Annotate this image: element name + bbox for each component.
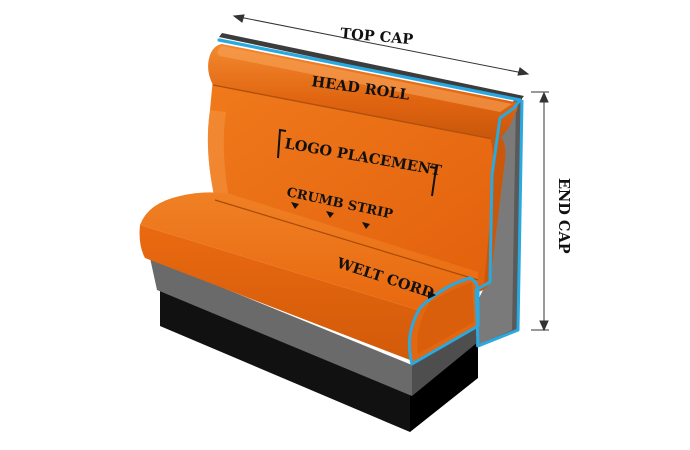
seat-cushion-top <box>140 192 478 310</box>
head-roll-seam <box>212 84 499 141</box>
back-cushion-shade <box>207 110 230 204</box>
end-cap-highlight <box>474 99 524 348</box>
end-cap-dimension-arrow <box>531 91 549 332</box>
logo-placement-brackets <box>277 128 438 197</box>
seat-cushion-front <box>139 225 419 360</box>
welt-cord-marker <box>428 291 436 299</box>
back-cushion <box>207 78 506 292</box>
crumb-strip-line <box>214 199 479 281</box>
welt-cord-highlight <box>407 276 480 366</box>
seat-frame-side <box>412 320 478 396</box>
top-cap-highlight <box>217 38 522 102</box>
seat-side-shade <box>417 282 474 354</box>
base-front <box>160 287 410 432</box>
seat-frame-front <box>150 258 412 396</box>
top-cap-label: TOP CAP <box>340 25 414 48</box>
base-side <box>410 340 478 432</box>
top-cap-dimension-arrow <box>232 14 530 76</box>
head-roll-highlight <box>217 46 512 112</box>
crumb-strip-markers <box>291 202 370 229</box>
end-cap-label: END CAP <box>555 178 572 254</box>
